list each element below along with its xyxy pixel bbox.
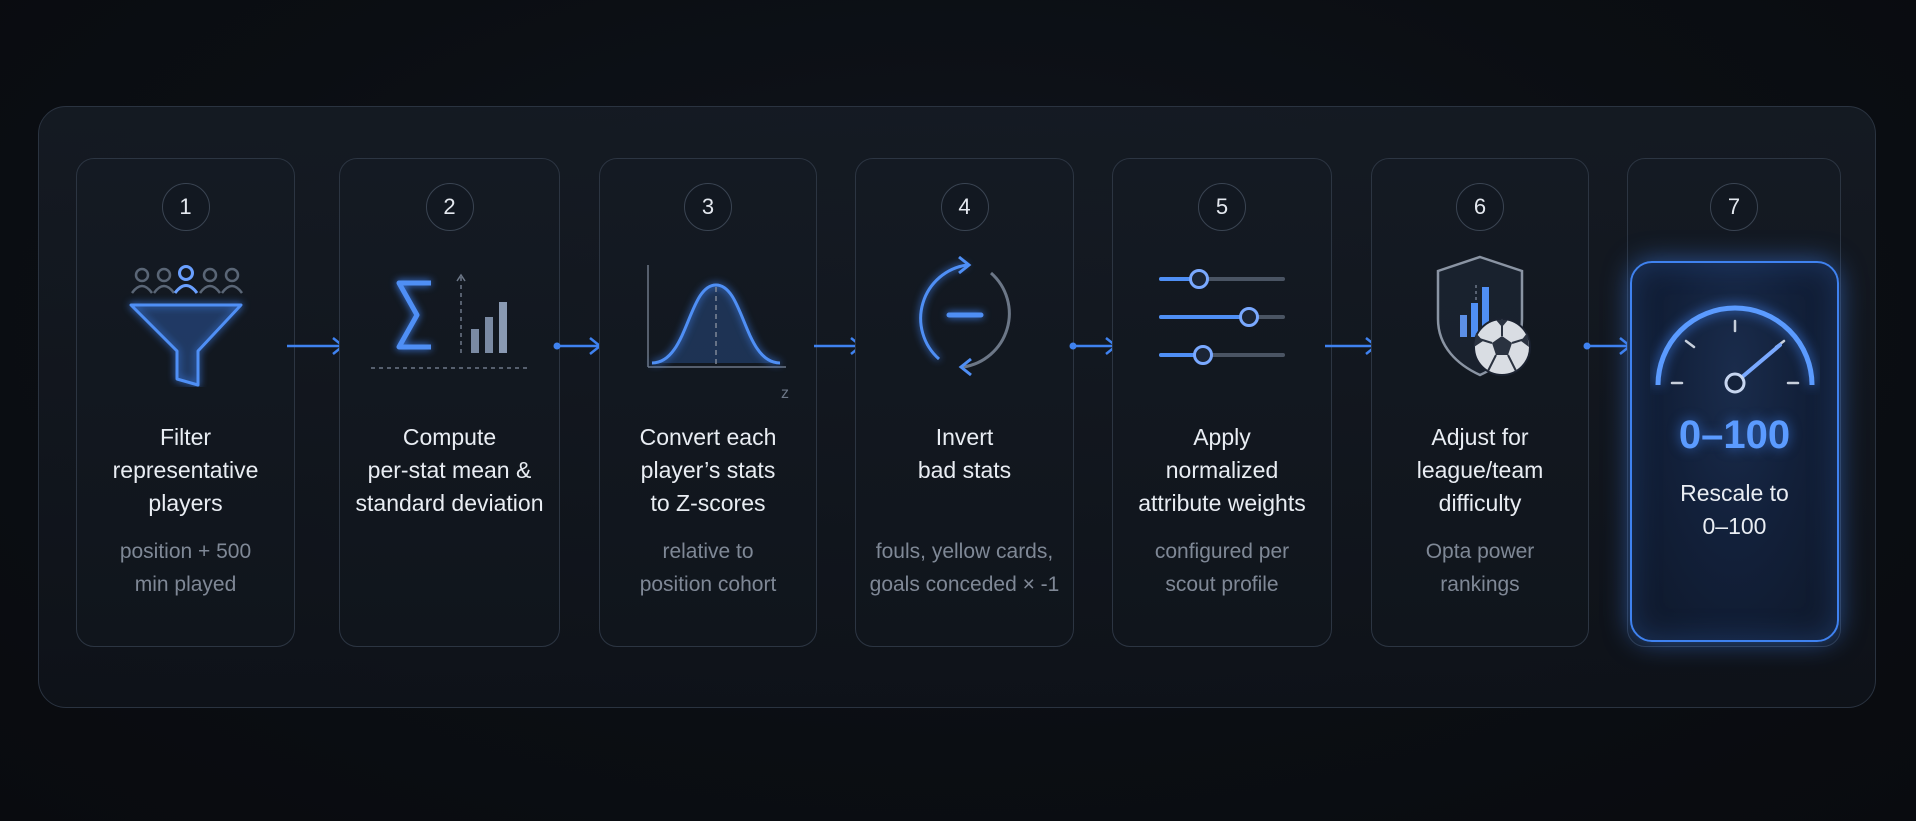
step-card-4: 4 Invert bad stats fouls, yellow cards, …	[855, 158, 1074, 647]
step-subtitle: Opta power rankings	[1425, 540, 1535, 596]
step-subtitle: fouls, yellow cards, goals conceded × -1	[869, 540, 1060, 596]
step-number-badge: 1	[161, 183, 210, 231]
step-card-2: 2 Compute per-stat mean & standard devia…	[339, 158, 560, 647]
score-range-value: 0–100	[1678, 413, 1791, 457]
gauge-icon	[1632, 285, 1837, 395]
shield-ball-icon	[1372, 247, 1588, 387]
final-output-card: 0–100 Rescale to 0–100	[1630, 261, 1839, 642]
funnel-people-icon	[77, 247, 294, 387]
step-title: Adjust for league/team difficulty	[1416, 424, 1544, 516]
step-number-badge: 6	[1456, 183, 1504, 231]
step-title: Invert bad stats	[917, 424, 1012, 483]
step-title: Filter representative players	[112, 424, 259, 516]
step-number-badge: 5	[1198, 183, 1246, 231]
step-title: Rescale to 0–100	[1680, 480, 1789, 539]
step-title: Convert each player’s stats to Z-scores	[639, 424, 777, 516]
step-title: Apply normalized attribute weights	[1138, 424, 1306, 516]
step-card-5: 5 Apply normalized attribute weights con…	[1112, 158, 1332, 647]
bell-curve-icon	[600, 247, 816, 387]
sliders-icon	[1113, 247, 1331, 387]
step-subtitle: relative to position cohort	[639, 540, 777, 596]
step-number-badge: 7	[1710, 183, 1758, 231]
step-title: Compute per-stat mean & standard deviati…	[355, 424, 544, 516]
z-axis-label: z	[781, 385, 789, 402]
arrow-right-icon	[1069, 337, 1119, 355]
step-number-badge: 2	[425, 183, 474, 231]
step-number-badge: 4	[940, 183, 989, 231]
step-card-6: 6 Adjust for league/team difficulty Opta…	[1371, 158, 1589, 647]
step-number-badge: 3	[684, 183, 732, 231]
step-card-1: 1 Filter representative players position…	[76, 158, 295, 647]
step-card-3: 3 z Convert each player’s stats to Z-sco…	[599, 158, 817, 647]
step-subtitle: position + 500 min played	[119, 540, 252, 596]
invert-cycle-icon	[856, 247, 1073, 387]
sigma-bars-icon	[340, 247, 559, 387]
step-subtitle: configured per scout profile	[1154, 540, 1290, 596]
arrow-right-icon	[553, 337, 603, 355]
